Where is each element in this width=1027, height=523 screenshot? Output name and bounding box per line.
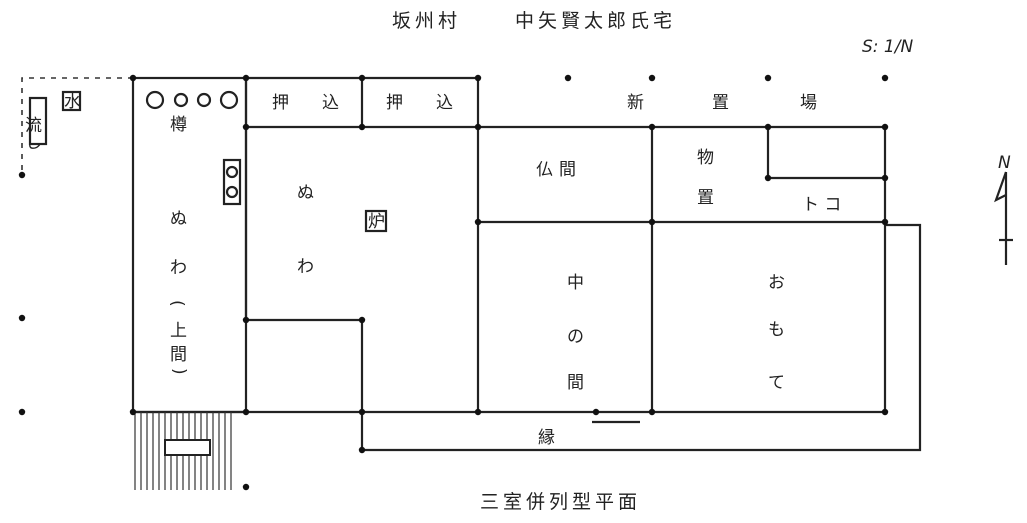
house-name: 中矢賢太郎氏宅 [515,10,676,32]
post-marker [764,74,772,82]
posts [18,74,889,491]
closet-2-char-2: 込 [436,93,453,113]
upper-room-char-1: ( [167,300,187,307]
post-marker [881,218,889,226]
post-marker [242,408,250,416]
sink-label: 流し [21,116,42,150]
firewood-char-3: 場 [800,93,817,113]
niwa-inner-char-1: ぬ [297,183,314,203]
post-marker [358,316,366,324]
post-marker [358,123,366,131]
post-marker [881,74,889,82]
engawa-label: 縁 [538,428,555,448]
niwa-inner-char-2: わ [297,257,314,277]
naka-no-ma-char-2: の [567,327,584,347]
post-marker [881,408,889,416]
naka-no-ma-char-1: 中 [567,273,584,293]
omote-char-2: も [768,320,785,340]
firewood-char-2: 置 [712,93,729,113]
post-marker [18,171,26,179]
post-marker [474,74,482,82]
upper-room-char-3: 間 [170,345,187,365]
post-marker [242,316,250,324]
post-marker [474,123,482,131]
post-marker [474,218,482,226]
north-label: N [998,153,1011,173]
omote-char-3: て [768,373,785,393]
butsuma-label: 仏間 [536,160,582,180]
walls [131,76,922,452]
post-marker [129,74,137,82]
plan-caption: 三室併列型平面 [480,491,641,513]
post-marker [129,408,137,416]
post-marker [881,123,889,131]
post-marker [18,408,26,416]
post-marker [358,446,366,454]
post-marker [648,74,656,82]
upper-room-char-2: 上 [170,321,187,341]
niwa-outer-char-2: わ [170,258,187,278]
naka-no-ma-char-3: 間 [567,373,584,393]
post-marker [764,174,772,182]
barrel-label: 樽 [170,115,187,135]
post-marker [242,123,250,131]
village-name: 坂州村 [392,10,461,32]
post-marker [564,74,572,82]
post-marker [648,408,656,416]
outdoor-area [21,77,133,175]
niwa-outer-char-1: ぬ [170,209,187,229]
omote-char-1: お [768,273,785,293]
post-marker [764,123,772,131]
post-marker [648,123,656,131]
closet-2-char-1: 押 [386,93,403,113]
post-marker [18,314,26,322]
closet-1-char-1: 押 [272,93,289,113]
storage-char-2: 置 [697,188,714,208]
post-marker [592,408,600,416]
hearth-label: 炉 [368,212,385,232]
post-marker [474,408,482,416]
north-arrow: N [994,153,1013,265]
firewood-char-1: 新 [627,93,644,113]
post-marker [648,218,656,226]
post-marker [242,74,250,82]
storage-char-1: 物 [697,148,714,168]
scale-label: S: 1/N [862,37,913,57]
water-label: 水 [64,92,81,112]
barrels [145,90,388,233]
toko-label: ト コ [802,195,841,215]
post-marker [881,174,889,182]
closet-1-char-2: 込 [322,93,339,113]
post-marker [358,74,366,82]
post-marker [358,408,366,416]
post-marker [242,483,250,491]
upper-room-char-4: ) [169,368,189,375]
